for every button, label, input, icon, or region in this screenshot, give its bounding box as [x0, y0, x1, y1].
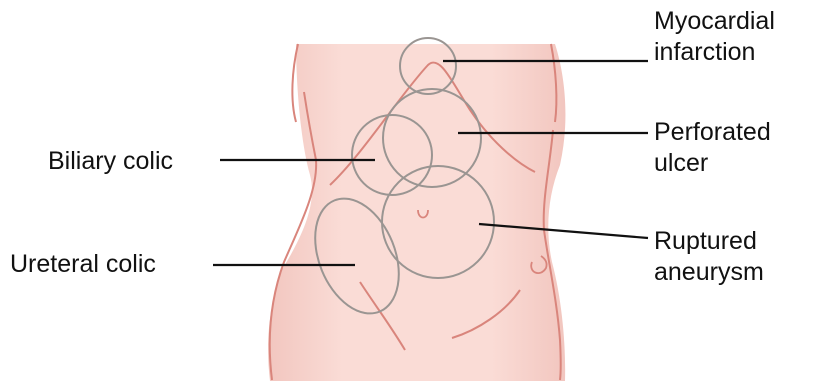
perforated-ulcer-label-line1: Perforated — [654, 117, 771, 148]
torso-silhouette — [268, 44, 565, 381]
myocardial-infarction-label-line2: infarction — [654, 37, 775, 68]
ureteral-colic-label-text: Ureteral colic — [10, 249, 156, 280]
ruptured-aneurysm-label-line1: Ruptured — [654, 226, 764, 257]
ruptured-aneurysm-label: Ruptured aneurysm — [654, 226, 764, 288]
biliary-colic-label: Biliary colic — [48, 146, 173, 177]
biliary-colic-label-text: Biliary colic — [48, 146, 173, 177]
torso — [268, 44, 565, 381]
myocardial-infarction-label: Myocardial infarction — [654, 6, 775, 68]
perforated-ulcer-label: Perforated ulcer — [654, 117, 771, 179]
myocardial-infarction-label-line1: Myocardial — [654, 6, 775, 37]
ruptured-aneurysm-label-line2: aneurysm — [654, 257, 764, 288]
ureteral-colic-label: Ureteral colic — [10, 249, 156, 280]
perforated-ulcer-label-line2: ulcer — [654, 148, 771, 179]
